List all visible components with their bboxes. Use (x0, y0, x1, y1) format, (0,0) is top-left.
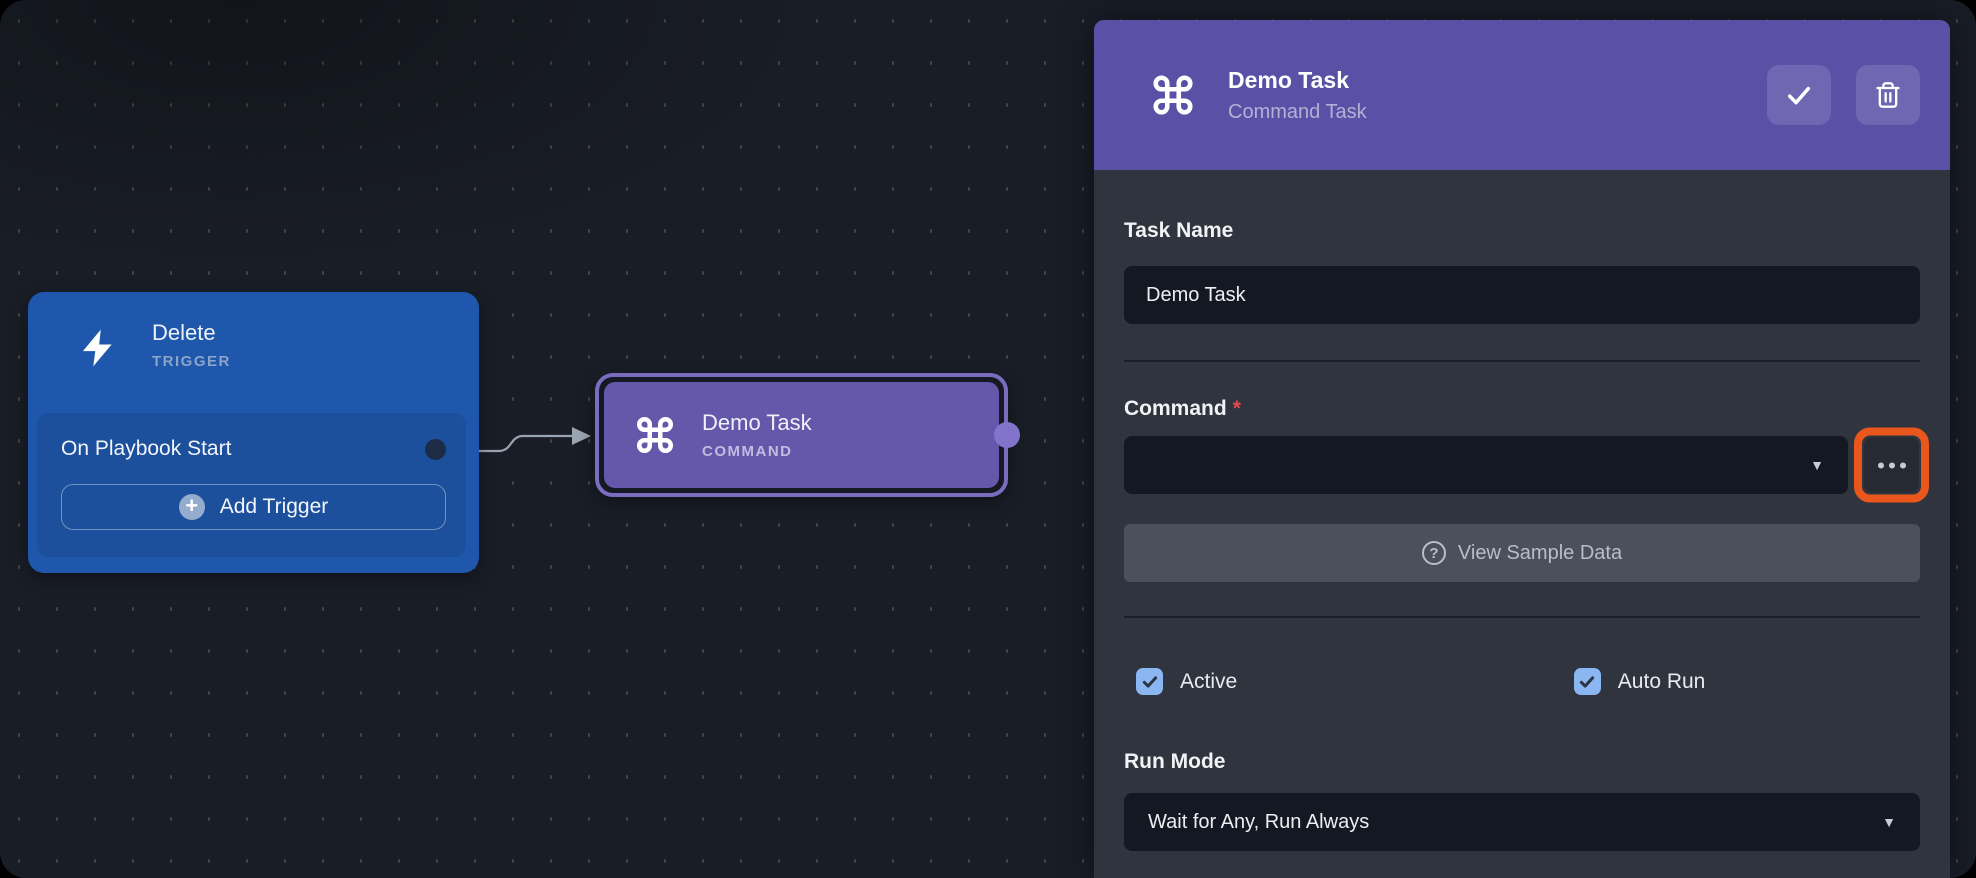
arrow-head-icon (572, 427, 591, 445)
panel-header: Demo Task Command Task (1094, 20, 1950, 170)
confirm-button[interactable] (1767, 65, 1831, 125)
view-sample-data-label: View Sample Data (1457, 541, 1623, 564)
check-icon (1787, 86, 1811, 105)
dropdown-caret-icon: ▼ (1882, 814, 1896, 830)
task-node-type-label: COMMAND (702, 443, 793, 460)
panel-body: Task Name Command* ▼ ? View Sam (1094, 218, 1950, 851)
trigger-list: On Playbook Start + Add Trigger (37, 413, 466, 557)
required-marker: * (1232, 397, 1241, 420)
divider (1124, 616, 1920, 618)
command-select[interactable]: ▼ (1124, 436, 1848, 494)
command-select-row: ▼ (1124, 427, 1929, 503)
check-icon (1580, 675, 1595, 688)
divider (1124, 360, 1920, 362)
checkbox-row: Active Auto Run (1124, 668, 1920, 695)
trigger-output-port[interactable] (425, 438, 446, 460)
add-trigger-label: Add Trigger (219, 495, 329, 518)
trigger-item-label: On Playbook Start (61, 437, 232, 460)
run-mode-value: Wait for Any, Run Always (1148, 810, 1370, 833)
command-icon (637, 417, 673, 453)
task-name-label: Task Name (1124, 219, 1234, 242)
help-icon: ? (1421, 541, 1446, 565)
dropdown-caret-icon: ▼ (1810, 457, 1824, 473)
panel-title: Demo Task (1228, 66, 1350, 93)
run-mode-label: Run Mode (1124, 750, 1226, 773)
task-node[interactable]: Demo Task COMMAND (595, 373, 1020, 497)
plus-icon: + (178, 494, 205, 520)
panel-subtitle: Command Task (1228, 100, 1367, 123)
task-name-input[interactable] (1124, 266, 1920, 324)
view-sample-data-button[interactable]: ? View Sample Data (1124, 524, 1920, 582)
task-node-title: Demo Task (702, 410, 812, 435)
checkbox-checked (1573, 668, 1601, 695)
command-options-button[interactable] (1864, 437, 1919, 493)
auto-run-checkbox[interactable]: Auto Run (1562, 668, 1706, 695)
checkbox-checked (1136, 668, 1163, 695)
command-label: Command* (1124, 396, 1920, 422)
trigger-node-type-label: TRIGGER (152, 353, 231, 370)
trigger-item[interactable]: On Playbook Start (61, 427, 446, 471)
delete-button[interactable] (1856, 65, 1920, 125)
trigger-node[interactable]: Delete TRIGGER On Playbook Start + Add T… (28, 292, 479, 573)
task-node-card: Demo Task COMMAND (604, 382, 999, 488)
add-trigger-button[interactable]: + Add Trigger (61, 484, 446, 530)
task-output-port[interactable] (994, 422, 1020, 448)
command-label-text: Command (1124, 397, 1227, 420)
lightning-icon (82, 329, 112, 367)
task-config-panel: Demo Task Command Task (1094, 20, 1950, 878)
trigger-node-title: Delete (152, 320, 216, 345)
check-icon (1142, 675, 1157, 688)
ellipsis-icon (1877, 462, 1906, 468)
active-checkbox[interactable]: Active (1124, 668, 1562, 695)
run-mode-select[interactable]: Wait for Any, Run Always ▼ (1124, 793, 1920, 851)
active-label: Active (1180, 669, 1238, 693)
trigger-node-header: Delete TRIGGER (28, 292, 479, 374)
command-icon (1153, 75, 1193, 115)
command-options-highlight (1854, 427, 1929, 503)
trash-icon (1876, 82, 1900, 108)
auto-run-label: Auto Run (1617, 669, 1706, 693)
